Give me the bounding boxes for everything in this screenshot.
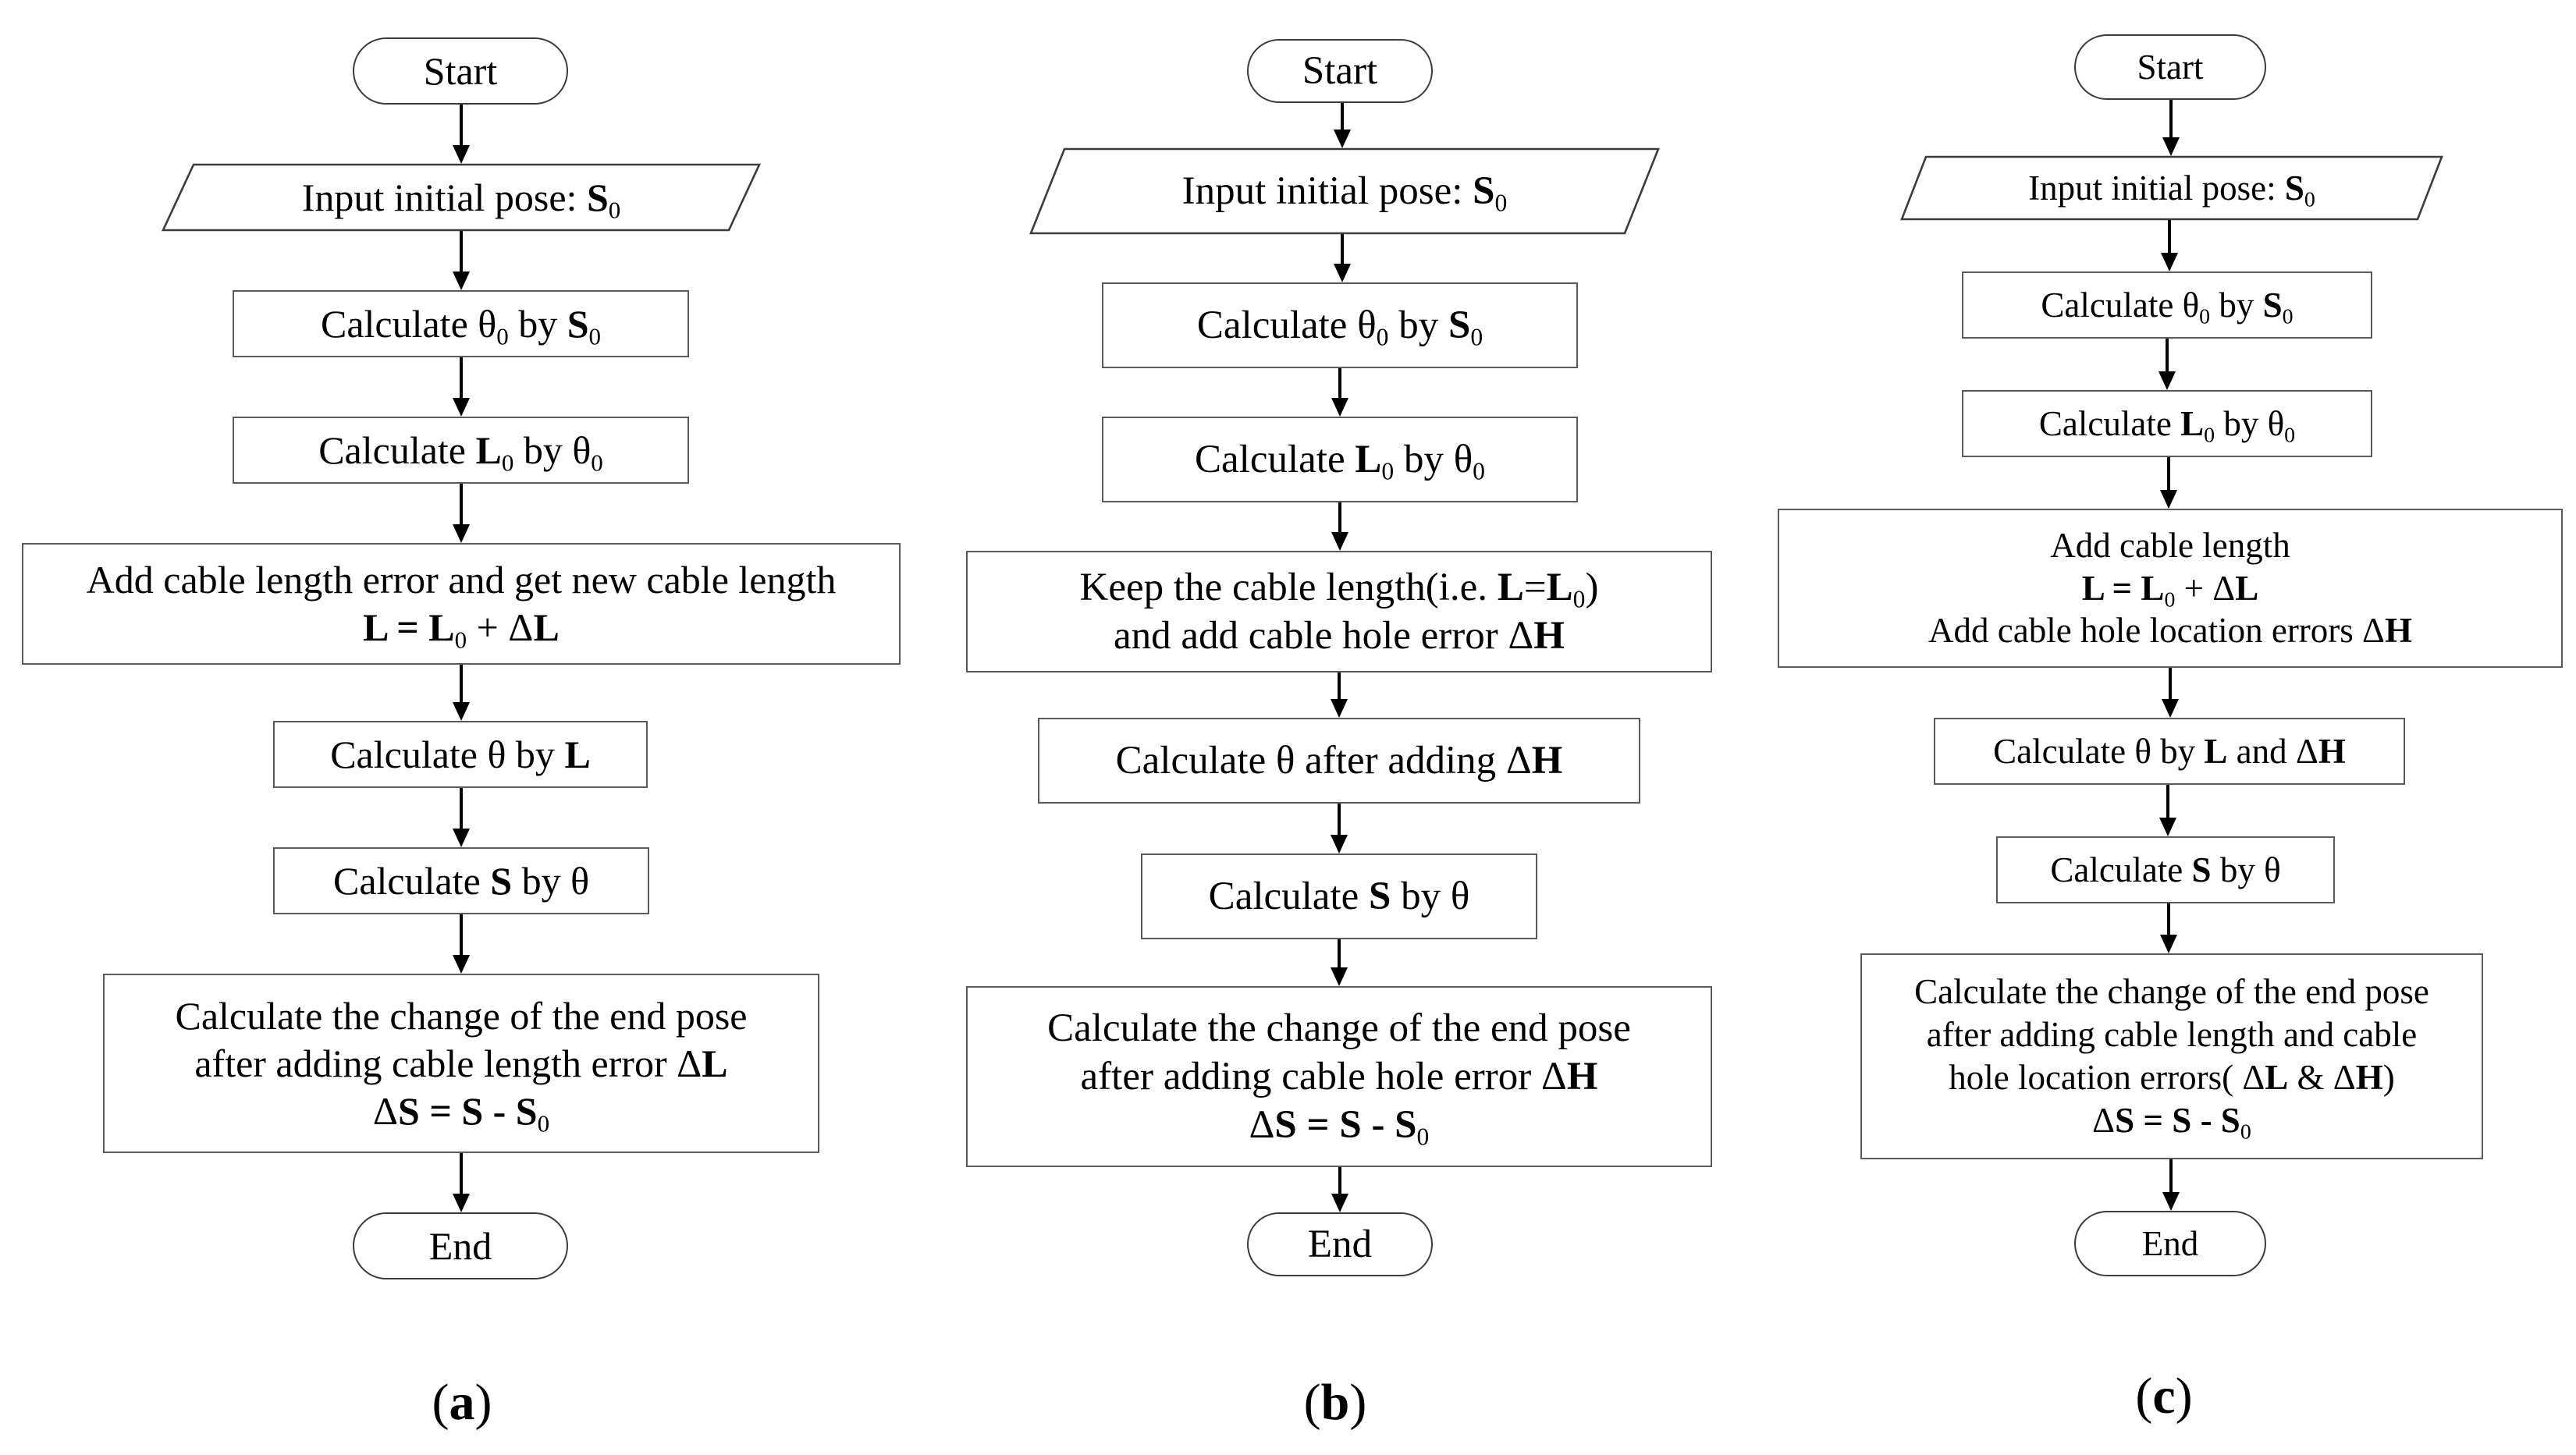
node-text-line: Add cable hole location errors ΔH xyxy=(1928,611,2412,651)
node-text-line: Calculate θ after adding ΔH xyxy=(1115,738,1563,783)
node-text-line: Calculate θ by L and ΔH xyxy=(1993,731,2346,771)
arrow xyxy=(2159,785,2176,836)
panel-a-process-box-4: Add cable length error and get new cable… xyxy=(22,543,901,665)
node-text-line: and add cable hole error ΔH xyxy=(1114,614,1565,658)
node-text-line: after adding cable length and cable xyxy=(1926,1015,2418,1055)
panel-b-process-box-5: Calculate θ after adding ΔH xyxy=(1038,718,1640,804)
node-text-line: ΔS = S - S0 xyxy=(2092,1100,2251,1144)
node-text-line: Calculate the change of the end pose xyxy=(1047,1006,1631,1050)
panel-b-process-box-4: Keep the cable length(i.e. L=L0)and add … xyxy=(966,551,1712,672)
node-text-line: ΔS = S - S0 xyxy=(1249,1103,1430,1151)
panel-c-process-box-2: Calculate θ0 by S0 xyxy=(1962,271,2372,339)
node-text-line: Calculate S by θ xyxy=(2050,850,2281,889)
node-text-line: Start xyxy=(423,48,498,93)
node-text-line: End xyxy=(2141,1223,2199,1263)
panel-b-caption: (b) xyxy=(1303,1374,1367,1431)
node-text-line: Calculate the change of the end pose xyxy=(175,993,748,1038)
node-text-line: Calculate θ0 by S0 xyxy=(2041,285,2294,328)
panel-b-process-box-6: Calculate S by θ xyxy=(1141,853,1537,939)
arrow xyxy=(2159,339,2176,390)
panel-a-end-terminal: End xyxy=(353,1212,568,1279)
panel-c-process-box-3: Calculate L0 by θ0 xyxy=(1962,390,2372,457)
node-text-line: End xyxy=(428,1223,492,1268)
node-text-line: Keep the cable length(i.e. L=L0) xyxy=(1079,565,1599,613)
arrow xyxy=(2162,1159,2180,1211)
node-text-line: Input initial pose: S0 xyxy=(1181,169,1508,217)
node-text-line: Calculate the change of the end pose xyxy=(1914,972,2429,1012)
panel-b-input-node: Input initial pose: S0 xyxy=(1029,147,1660,235)
arrow xyxy=(2161,220,2178,271)
panel-a-input-node: Input initial pose: S0 xyxy=(161,163,762,232)
arrow xyxy=(453,105,470,164)
panel-c-start-terminal: Start xyxy=(2074,34,2266,100)
panel-a-process-box-5: Calculate θ by L xyxy=(273,721,648,788)
arrow xyxy=(453,665,470,721)
arrow xyxy=(1331,1167,1348,1212)
arrow xyxy=(453,231,470,290)
panel-b-process-box-3: Calculate L0 by θ0 xyxy=(1102,417,1578,502)
node-text-line: Calculate θ0 by S0 xyxy=(320,301,602,350)
node-text-line: L = L0 + ΔL xyxy=(363,605,560,654)
panel-a-process-box-6: Calculate S by θ xyxy=(273,847,649,914)
arrow xyxy=(2160,457,2177,509)
arrow xyxy=(1331,368,1348,417)
panel-c-caption: (c) xyxy=(2135,1368,2193,1425)
node-text-line: Calculate L0 by θ0 xyxy=(1195,437,1485,485)
node-text-line: Calculate θ by L xyxy=(330,732,591,776)
arrow xyxy=(453,914,470,974)
node-text-line: Calculate L0 by θ0 xyxy=(318,428,603,476)
panel-c-process-box-5: Calculate θ by L and ΔH xyxy=(1934,718,2405,785)
node-text-line: Start xyxy=(1302,48,1378,93)
node-text-line: Add cable length error and get new cable… xyxy=(86,558,837,602)
panel-c-input-node: Input initial pose: S0 xyxy=(1900,155,2443,221)
arrow xyxy=(1334,103,1351,148)
panel-a-caption: (a) xyxy=(432,1374,492,1431)
node-text-line: Calculate S by θ xyxy=(1208,874,1470,918)
panel-a-process-box-2: Calculate θ0 by S0 xyxy=(233,290,689,357)
parallelogram-shape xyxy=(1900,155,2443,221)
node-text-line: Input initial pose: S0 xyxy=(301,175,621,223)
arrow xyxy=(2160,903,2177,953)
node-text-line: Input initial pose: S0 xyxy=(2028,168,2315,211)
node-text-line: Calculate θ0 by S0 xyxy=(1196,303,1483,351)
panel-a-process-box-3: Calculate L0 by θ0 xyxy=(233,417,689,484)
arrow xyxy=(1331,804,1348,853)
panel-b-process-box-2: Calculate θ0 by S0 xyxy=(1102,282,1578,368)
node-text-line: after adding cable length error ΔL xyxy=(194,1041,728,1085)
arrow xyxy=(1331,502,1348,551)
node-text-line: after adding cable hole error ΔH xyxy=(1080,1054,1598,1098)
parallelogram-shape xyxy=(1029,147,1660,235)
arrow xyxy=(2162,100,2180,156)
arrow xyxy=(453,484,470,543)
arrow xyxy=(453,357,470,417)
node-text-line: Start xyxy=(2137,47,2204,87)
arrow xyxy=(453,1153,470,1212)
node-text-line: Calculate L0 by θ0 xyxy=(2038,403,2296,447)
arrow xyxy=(1334,234,1351,282)
panel-c-end-terminal: End xyxy=(2074,1211,2266,1276)
panel-b-end-terminal: End xyxy=(1247,1212,1433,1276)
node-text-line: Add cable length xyxy=(2050,525,2290,565)
node-text-line: ΔS = S - S0 xyxy=(372,1088,550,1137)
arrow xyxy=(1331,672,1348,718)
panel-c-process-box-6: Calculate S by θ xyxy=(1996,836,2335,903)
arrow xyxy=(1331,939,1348,986)
node-text-line: hole location errors( ΔL & ΔH) xyxy=(1949,1058,2395,1097)
arrow xyxy=(453,788,470,847)
panel-a-start-terminal: Start xyxy=(353,37,568,105)
arrow xyxy=(2162,668,2179,718)
parallelogram-shape xyxy=(161,163,762,232)
node-text-line: L = L0 + ΔL xyxy=(2081,568,2259,612)
node-text-line: Calculate S by θ xyxy=(332,858,590,903)
node-text-line: End xyxy=(1307,1222,1373,1266)
panel-b-start-terminal: Start xyxy=(1247,39,1433,103)
